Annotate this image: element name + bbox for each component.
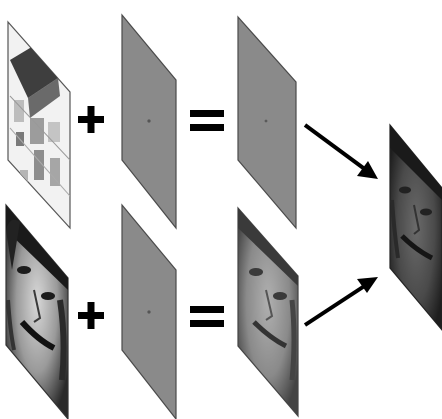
hybrid-image-panel (389, 123, 442, 331)
plus-operator-bottom (78, 302, 104, 329)
equals-operator-bottom (190, 306, 224, 327)
filtered-face-panel (237, 206, 299, 418)
filter-panel-top (121, 13, 177, 230)
arrow-up-right-icon (303, 277, 378, 327)
plus-operator-top (78, 106, 104, 133)
house-image-panel (7, 20, 71, 230)
result-panel-top (237, 15, 297, 230)
arrow-down-right-icon (303, 123, 378, 179)
filter-panel-bottom (121, 203, 177, 419)
face-image-panel (5, 203, 69, 419)
equals-operator-top (190, 110, 224, 131)
